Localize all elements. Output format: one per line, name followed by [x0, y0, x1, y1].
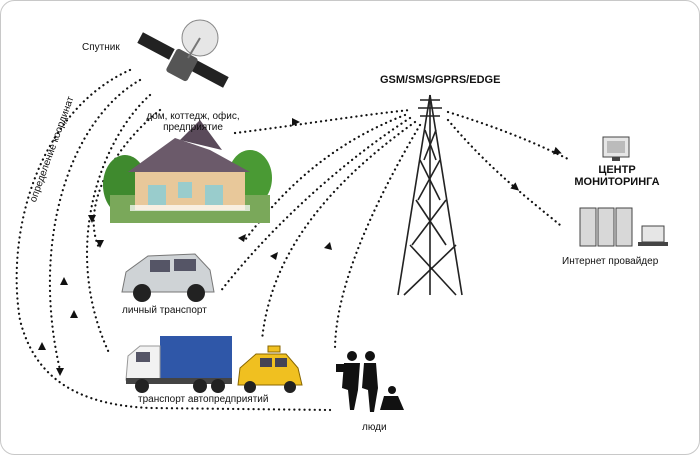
network-label: GSM/SMS/GPRS/EDGE: [380, 74, 501, 86]
satellite-label: Спутник: [82, 42, 120, 53]
house-label-line2: предприятие: [163, 122, 223, 133]
arrowheads: [38, 118, 562, 376]
tower-to-provider: [446, 118, 562, 227]
house-label: дом, коттедж, офис, предприятие: [138, 111, 248, 133]
house-icon: [103, 120, 272, 223]
truck-icon: [125, 336, 232, 393]
center-label: ЦЕНТР МОНИТОРИНГА: [572, 164, 662, 188]
sat-mid-arc: [48, 78, 142, 372]
people-icon: [336, 351, 404, 412]
monitor-icon: [602, 136, 630, 161]
provider-label: Интернет провайдер: [562, 256, 659, 267]
tower-to-people: [333, 123, 422, 352]
house-label-line1: дом, коттедж, офис,: [146, 111, 240, 122]
fleet-label: транспорт автопредприятий: [138, 394, 269, 405]
tower-to-truck: [260, 120, 417, 342]
sat-to-car-arc: [92, 108, 162, 252]
center-label-line1: ЦЕНТР: [598, 164, 636, 176]
satellite-icon: [137, 19, 229, 88]
house-to-tower: [233, 108, 412, 135]
tower-icon: [397, 94, 463, 296]
car-icon: [121, 253, 215, 302]
server-icon: [579, 207, 668, 247]
center-label-line2: МОНИТОРИНГА: [574, 176, 660, 188]
tower-to-car: [218, 116, 412, 294]
car-label: личный транспорт: [122, 305, 207, 316]
taxi-icon: [237, 345, 303, 393]
people-label: люди: [362, 422, 387, 433]
